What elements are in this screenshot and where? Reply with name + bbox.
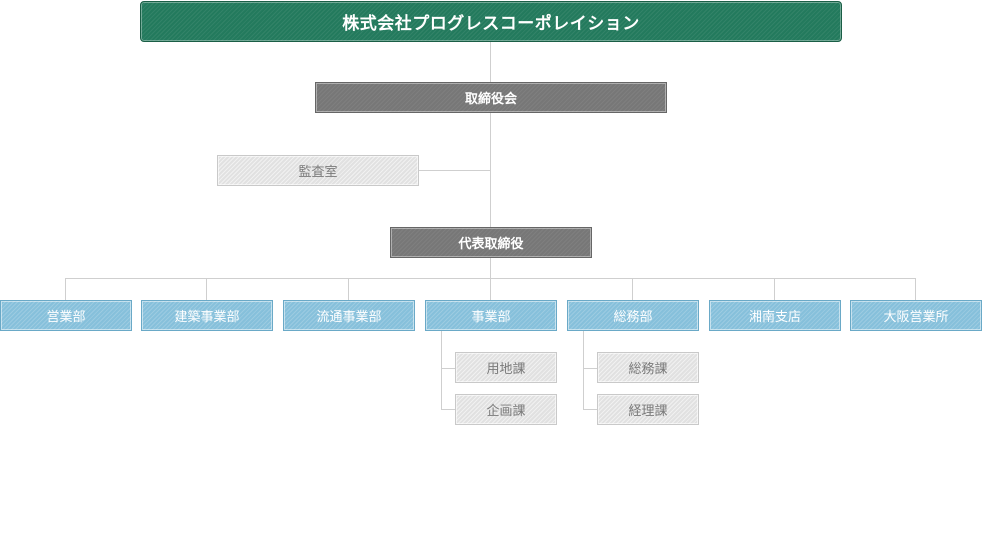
connector-jigyobu-section-2	[441, 409, 456, 410]
connector-somubu-sections	[583, 331, 584, 409]
connector-somubu-section-2	[583, 409, 598, 410]
ceo-box: 代表取締役	[390, 227, 592, 258]
department-somubu: 総務部	[567, 300, 699, 331]
connector-dept-6	[774, 278, 775, 300]
connector-dept-5	[632, 278, 633, 300]
section-somuka: 総務課	[597, 352, 699, 383]
connector-dept-2	[206, 278, 207, 300]
connector-dept-4	[490, 278, 491, 300]
connector-dept-1	[65, 278, 66, 300]
department-kenchiku: 建築事業部	[141, 300, 273, 331]
company-name-box: 株式会社プログレスコーポレイション	[140, 1, 842, 42]
connector-jigyobu-section-1	[441, 368, 456, 369]
section-yochika: 用地課	[455, 352, 557, 383]
connector-ceo-to-bus	[490, 258, 491, 278]
department-eigyobu: 営業部	[0, 300, 132, 331]
section-kikakuka: 企画課	[455, 394, 557, 425]
audit-office-box: 監査室	[217, 155, 419, 186]
connector-jigyobu-sections	[441, 331, 442, 409]
department-jigyobu: 事業部	[425, 300, 557, 331]
connector-dept-7	[915, 278, 916, 300]
connector-dept-3	[348, 278, 349, 300]
department-osaka-office: 大阪営業所	[850, 300, 982, 331]
board-of-directors-box: 取締役会	[315, 82, 667, 113]
connector-company-to-ceo	[490, 41, 491, 228]
section-keirika: 経理課	[597, 394, 699, 425]
department-shonan-branch: 湘南支店	[709, 300, 841, 331]
department-ryutsu: 流通事業部	[283, 300, 415, 331]
connector-audit	[418, 170, 490, 171]
connector-somubu-section-1	[583, 368, 598, 369]
